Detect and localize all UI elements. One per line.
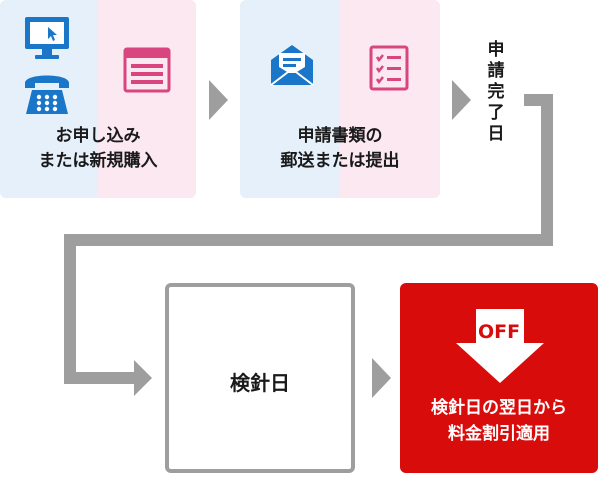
complete-char: 請 <box>487 61 505 81</box>
card-left-panel <box>240 0 340 198</box>
complete-char: 申 <box>487 40 505 60</box>
telephone-icon <box>25 75 69 114</box>
step-mail-line2: 郵送または提出 <box>280 151 400 171</box>
step-mail-label: 申請書類の 郵送または提出 <box>240 124 440 174</box>
off-badge-text: OFF <box>477 321 521 343</box>
complete-char: 日 <box>487 124 505 144</box>
card-right-panel <box>340 0 440 198</box>
step-mail-card: 申請書類の 郵送または提出 <box>240 0 440 198</box>
step-complete-label: 申 請 完 了 日 <box>478 40 514 145</box>
step-inspection-box: 検針日 <box>165 283 355 473</box>
arrow-step1-to-step2 <box>209 80 228 120</box>
step-discount-line1: 検針日の翌日から <box>431 398 567 418</box>
computer-icon <box>25 17 69 59</box>
elbow-arrowhead <box>134 360 152 396</box>
step-apply-line2: または新規購入 <box>38 151 158 171</box>
step-discount-line2: 料金割引適用 <box>448 424 550 444</box>
step-mail-line1: 申請書類の <box>297 126 383 146</box>
step-apply-card: お申し込み または新規購入 <box>0 0 196 198</box>
checklist-icon <box>369 45 409 91</box>
step-discount-label: 検針日の翌日から 料金割引適用 <box>400 395 598 447</box>
step-apply-line1: お申し込み <box>55 126 141 146</box>
complete-char: 完 <box>487 82 505 102</box>
envelope-icon <box>270 45 314 86</box>
complete-char: 了 <box>487 103 505 123</box>
card-right-panel <box>98 0 196 198</box>
arrow-step2-to-complete <box>452 80 471 120</box>
off-arrow-icon <box>456 309 544 383</box>
web-form-icon <box>123 47 171 93</box>
step-apply-label: お申し込み または新規購入 <box>0 124 196 174</box>
elbow-connector <box>64 94 553 384</box>
step-discount-box: OFF 検針日の翌日から 料金割引適用 <box>400 283 598 473</box>
arrow-inspection-to-discount <box>372 358 391 398</box>
step-inspection-label: 検針日 <box>230 371 290 395</box>
